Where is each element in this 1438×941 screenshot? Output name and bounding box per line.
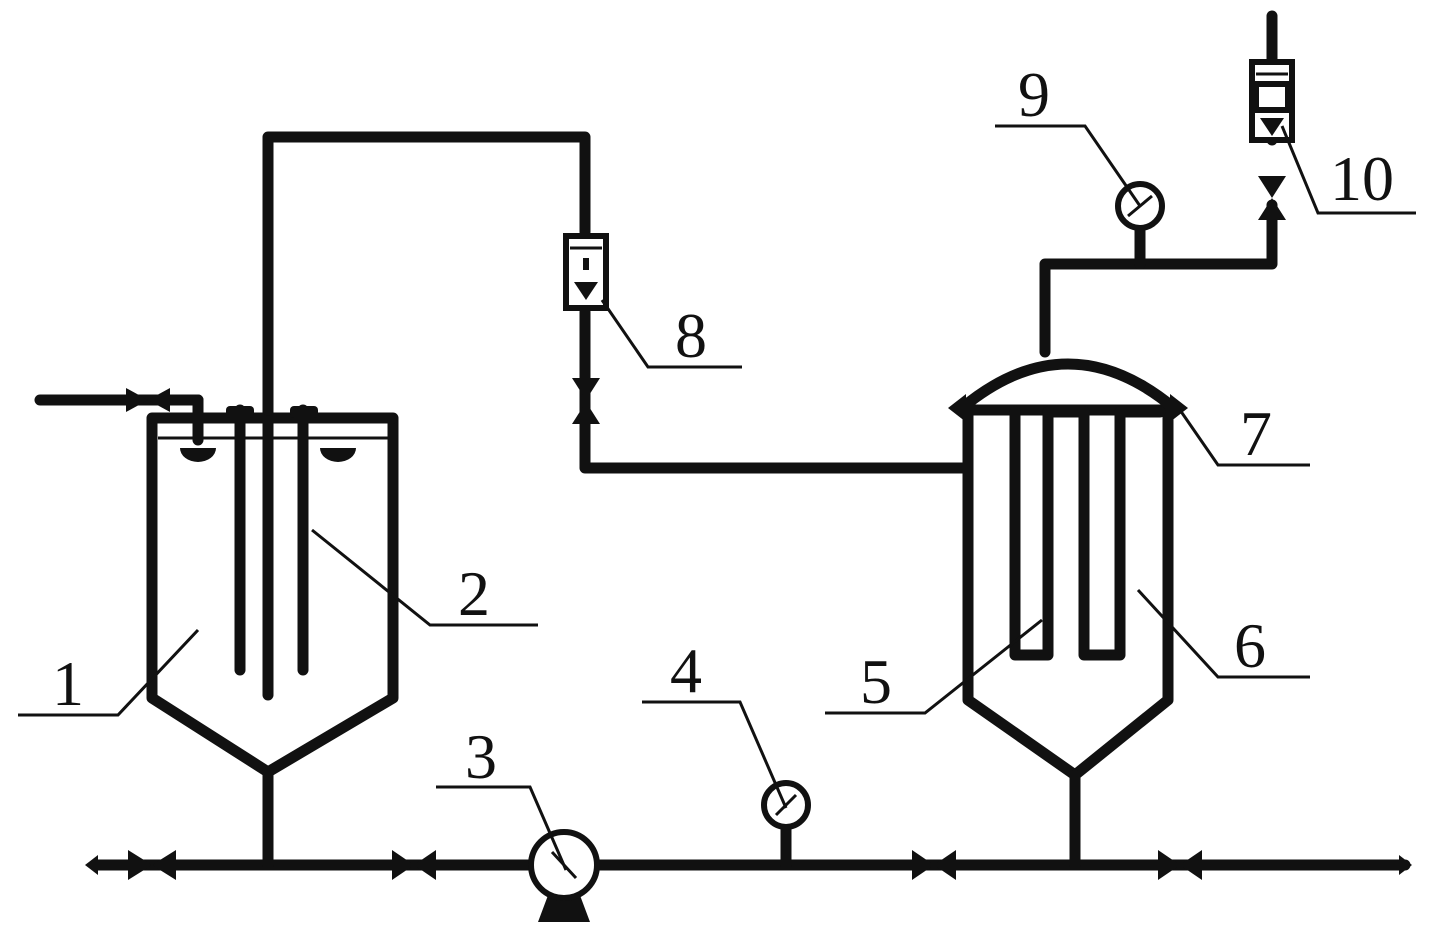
label-10: 10 bbox=[1330, 143, 1394, 214]
flowmeter-8-icon bbox=[563, 233, 609, 311]
inner-baffles bbox=[1009, 406, 1166, 661]
electrode-rods bbox=[234, 404, 309, 701]
valve-gas-line bbox=[572, 378, 600, 424]
label-7: 7 bbox=[1240, 398, 1272, 469]
label-5: 5 bbox=[860, 646, 892, 717]
pressure-gauge-4-icon bbox=[761, 780, 811, 871]
valve-reactor-inlet bbox=[912, 850, 956, 880]
label-4: 4 bbox=[670, 635, 702, 706]
reactor-6 bbox=[962, 410, 1174, 871]
label-3: 3 bbox=[465, 721, 497, 792]
reactor-gas-outlet bbox=[1039, 10, 1278, 358]
pump-icon bbox=[528, 829, 600, 922]
bottom-main-pipe bbox=[85, 855, 1412, 875]
valve-outlet-right bbox=[1158, 850, 1202, 880]
gas-transfer-pipe bbox=[262, 131, 974, 474]
label-8: 8 bbox=[675, 300, 707, 371]
callout-leaders bbox=[18, 124, 1416, 871]
valve-outlet-top bbox=[1258, 176, 1286, 220]
label-1: 1 bbox=[52, 648, 84, 719]
label-9: 9 bbox=[1018, 59, 1050, 130]
valve-inlet-left bbox=[128, 850, 176, 880]
valve-tank-outlet bbox=[392, 850, 436, 880]
tank-feed-line bbox=[34, 388, 204, 446]
label-6: 6 bbox=[1234, 610, 1266, 681]
flowmeter-10-icon bbox=[1249, 59, 1295, 143]
label-2: 2 bbox=[458, 558, 490, 629]
